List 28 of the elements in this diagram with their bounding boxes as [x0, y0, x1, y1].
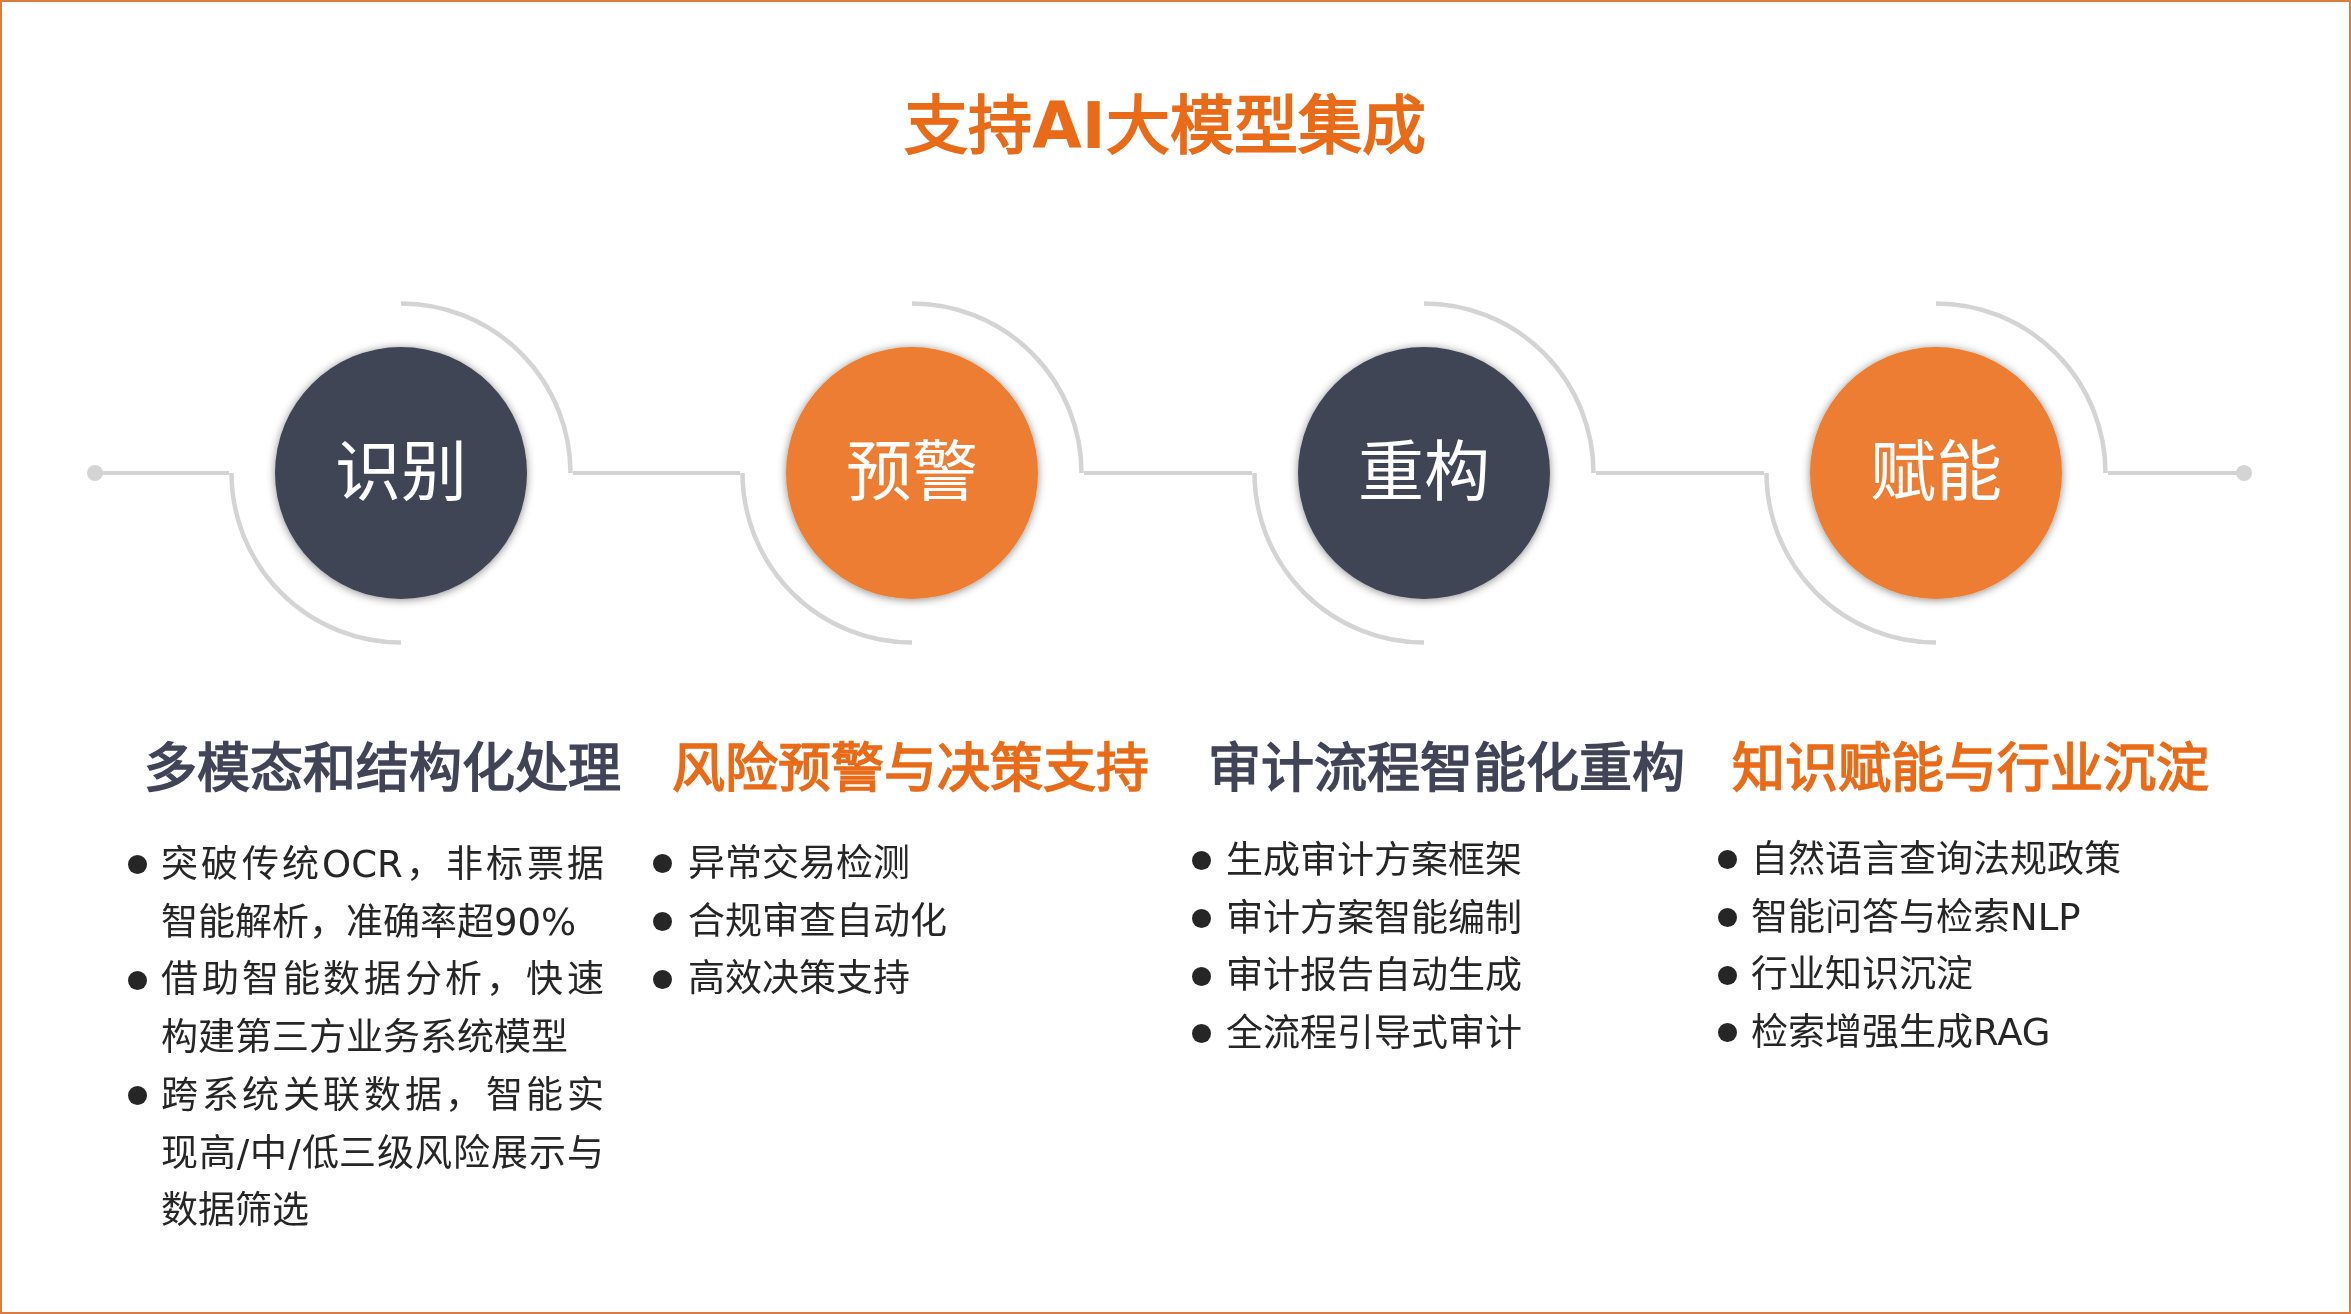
bullet-text: 自然语言查询法规政策	[1751, 837, 2121, 883]
connector-line	[573, 471, 740, 475]
step-label: 预警	[846, 440, 978, 506]
bullet-text: 行业知识沉淀	[1751, 952, 1973, 999]
bullet-text: 审计报告自动生成	[1226, 953, 1522, 1000]
connector-line	[2108, 465, 2252, 481]
bullet-text: 跨系统关联数据，智能实现高/中/低三级风险展示与数据筛选	[161, 1072, 604, 1235]
bullet-text: 审计方案智能编制	[1226, 895, 1522, 942]
bullet-text: 异常交易检测	[688, 841, 910, 887]
bullet-text: 全流程引导式审计	[1226, 1011, 1522, 1058]
bullet-text: 检索增强生成RAG	[1751, 1010, 2051, 1057]
connector-line	[87, 465, 229, 481]
bullet-text: 智能问答与检索NLP	[1751, 894, 2081, 941]
connector-line	[1084, 471, 1252, 475]
bullet-text: 合规审查自动化	[688, 898, 947, 945]
step-label: 识别	[335, 440, 467, 506]
column-heading: 知识赋能与行业沉淀	[1731, 737, 2209, 801]
column-heading: 审计流程智能化重构	[1207, 737, 1685, 801]
bullet-text: 生成审计方案框架	[1226, 838, 1522, 884]
title: 支持AI大模型集成	[904, 88, 1426, 164]
column-heading: 风险预警与决策支持	[671, 737, 1149, 801]
step-label: 重构	[1358, 440, 1490, 506]
step-label: 赋能	[1870, 440, 2002, 506]
connector-line	[1596, 471, 1764, 475]
bullet-text: 借助智能数据分析，快速构建第三方业务系统模型	[161, 957, 604, 1062]
bullet-text: 高效决策支持	[688, 956, 910, 1003]
column-heading: 多模态和结构化处理	[143, 737, 621, 801]
bullet-text: 突破传统OCR，非标票据智能解析，准确率超90%	[161, 842, 604, 946]
